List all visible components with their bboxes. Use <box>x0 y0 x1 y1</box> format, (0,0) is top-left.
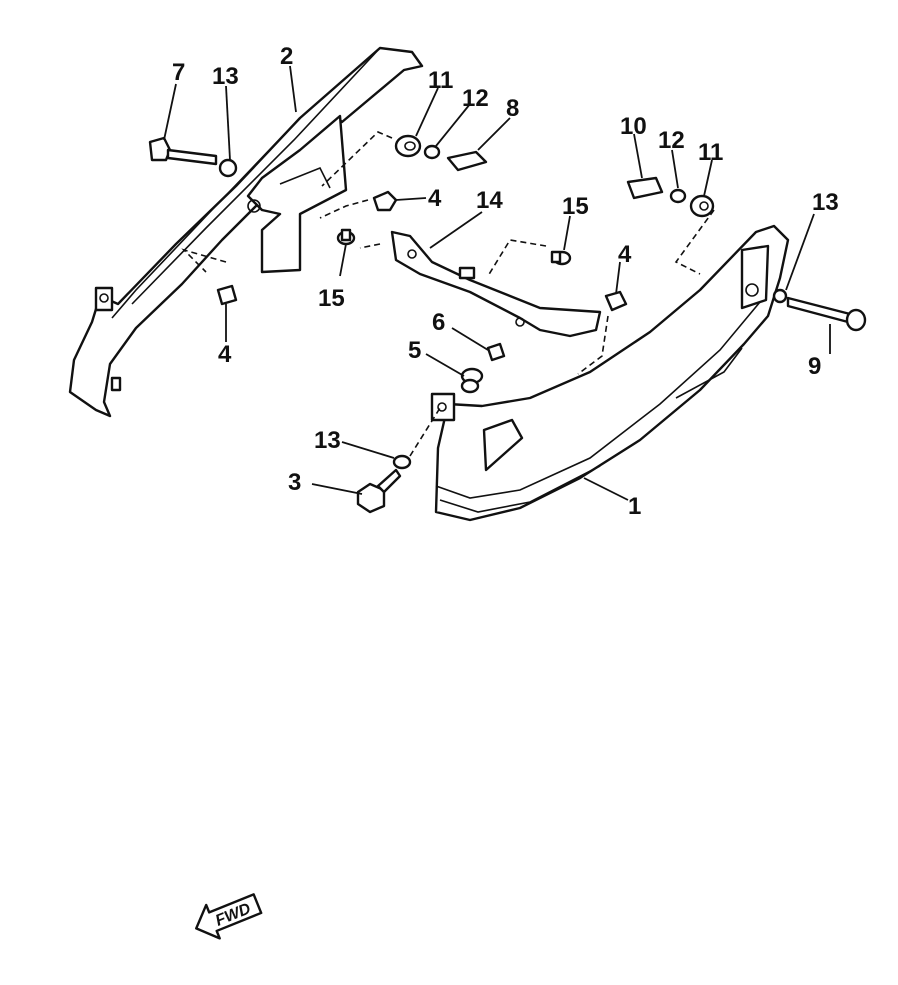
callout-12-right: 12 <box>658 127 685 154</box>
callout-11-right: 11 <box>698 139 723 166</box>
callout-14: 14 <box>476 187 503 214</box>
callout-6: 6 <box>432 309 445 336</box>
callout-1: 1 <box>628 493 641 520</box>
grommet-11-left <box>394 134 422 158</box>
grommet-11-right <box>689 194 715 218</box>
pin-10 <box>626 176 664 200</box>
callout-10: 10 <box>620 113 647 140</box>
washer-13-left <box>218 158 238 178</box>
callout-labels: 1 2 3 4 4 4 5 6 7 8 9 10 11 11 12 12 13 … <box>172 43 839 520</box>
left-side-cover <box>68 46 424 418</box>
fwd-arrow: FWD <box>195 893 263 940</box>
screw-15-left <box>336 228 356 246</box>
nut-4-right <box>604 290 628 312</box>
callout-4-upper: 4 <box>428 185 442 212</box>
callout-9: 9 <box>808 353 821 380</box>
screw-15-right <box>550 250 572 266</box>
bolt-7 <box>148 136 218 166</box>
callout-13-left: 13 <box>212 63 239 90</box>
washer-13-right <box>772 288 788 304</box>
bolt-9 <box>786 296 867 332</box>
callout-5: 5 <box>408 337 421 364</box>
bolt-3 <box>356 468 402 514</box>
callout-13-right: 13 <box>812 189 839 216</box>
callout-7: 7 <box>172 59 185 86</box>
center-bracket <box>390 230 602 338</box>
collar-12-left <box>423 144 441 160</box>
assembly-lines <box>181 131 715 457</box>
collar-12-right <box>669 188 687 204</box>
pin-8 <box>446 150 488 172</box>
callout-2: 2 <box>280 43 293 70</box>
washer-13-bottom <box>392 454 412 470</box>
callout-15-left: 15 <box>318 285 345 312</box>
callout-8: 8 <box>506 95 519 122</box>
callout-11-left: 11 <box>428 67 453 94</box>
callout-4-left: 4 <box>218 341 232 368</box>
damper-6 <box>486 342 506 362</box>
callout-13-bottom: 13 <box>314 427 341 454</box>
nut-4-left <box>216 284 238 306</box>
callout-15-right: 15 <box>562 193 589 220</box>
nut-4-upper <box>372 190 398 212</box>
callout-12-left: 12 <box>462 85 489 112</box>
callout-4-right: 4 <box>618 241 632 268</box>
grommet-5 <box>460 367 484 394</box>
right-side-cover <box>430 224 790 522</box>
callout-3: 3 <box>288 469 301 496</box>
leader-lines <box>163 65 831 501</box>
